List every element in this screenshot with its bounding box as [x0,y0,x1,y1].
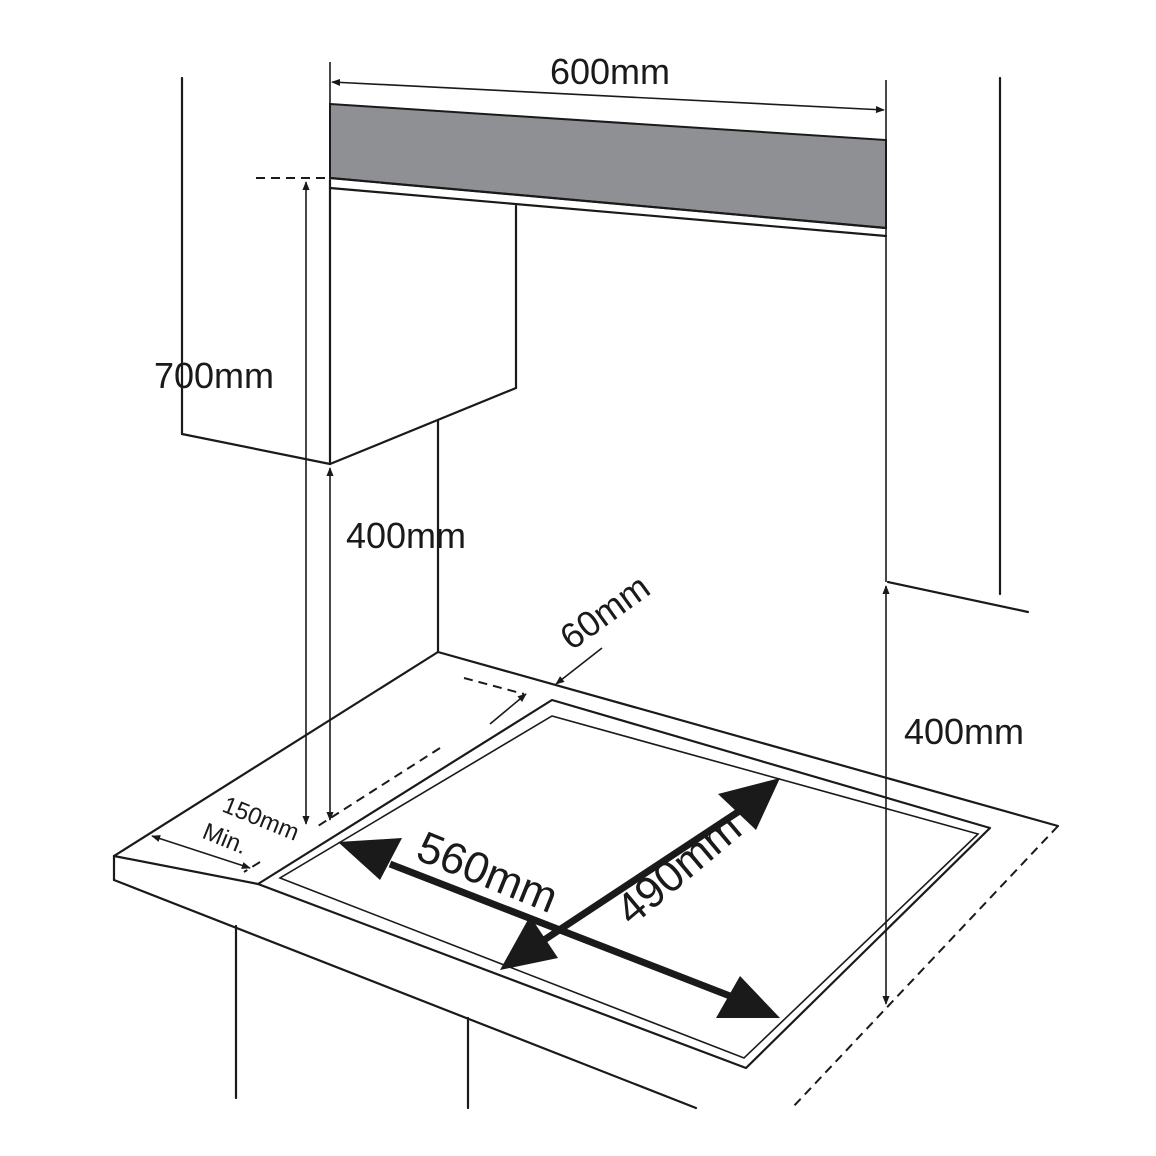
hob [256,698,992,1070]
dimension-700mm: 700mm [154,181,310,825]
arrowhead-560-right [716,976,780,1018]
label-hood-width: 600mm [550,51,670,92]
dimension-600mm: 600mm [329,51,887,582]
label-cabinet-height: 700mm [154,355,274,396]
dimension-150mm-min: 150mm Min. [151,792,303,869]
arrowhead-490-bottom [500,916,558,970]
worktop [112,650,1060,1110]
label-cutout-depth: 490mm [607,803,751,935]
dimension-400mm-right: 400mm [882,585,1024,1005]
label-left-clearance: 400mm [346,515,466,556]
arrowhead-490-top [718,778,780,830]
dimension-60mm: 60mm [489,566,657,725]
dashed-guides [243,177,1059,1109]
left-wall-cabinet [180,76,518,466]
label-rear-margin: 60mm [552,566,657,658]
cooker-hood [328,102,888,238]
label-right-clearance: 400mm [904,711,1024,752]
label-cutout-width: 560mm [410,822,564,922]
right-cabinet [886,76,1030,614]
base-cabinets [234,924,470,1110]
dimension-400mm-left: 400mm [326,467,466,821]
arrowhead-560-left [338,838,402,880]
